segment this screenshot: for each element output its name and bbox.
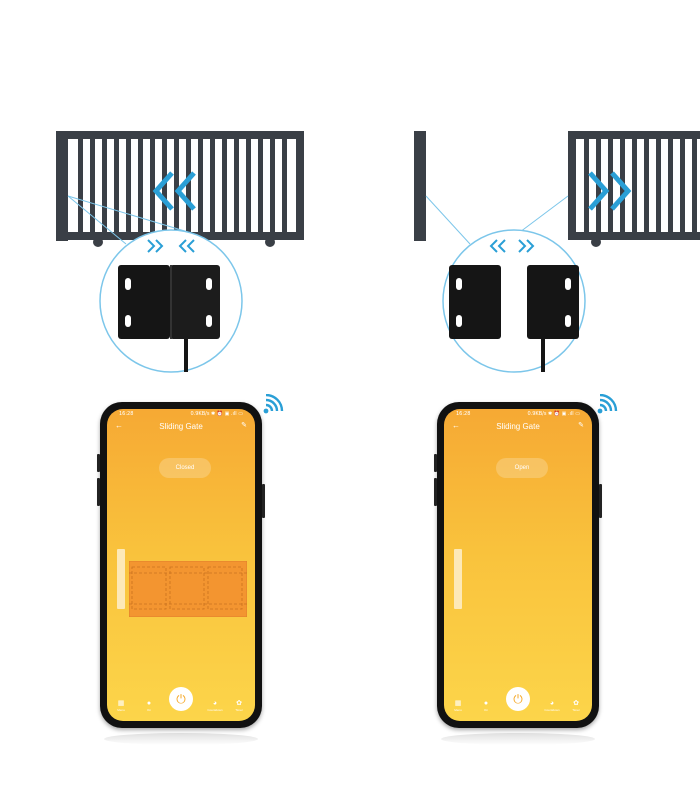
status-bar: 16:28 0.9KB/s ✱ ⏰ ▣ .ıll ▭ [444,409,592,419]
timer-icon: ◕ [549,700,555,707]
phone-open: 16:28 0.9KB/s ✱ ⏰ ▣ .ıll ▭ ← Sliding Gat… [434,402,602,728]
gate-state-badge: Open [496,458,548,478]
timer-button[interactable]: ✿ Timer [566,700,586,713]
app-toolbar: ▦ Menu ● On ⏻ ◕ Countdown ✿ Timer [107,681,255,721]
volume-button [434,478,437,506]
phone-closed: 16:28 0.9KB/s ✱ ⏰ ▣ .ıll ▭ ← Sliding Gat… [97,402,265,728]
back-icon[interactable]: ← [452,421,460,430]
timer-icon: ◕ [212,700,218,707]
dot-icon: ● [483,700,489,707]
app-header: ← Sliding Gate ✎ [107,421,255,435]
magnet-sensor-icon [449,265,579,372]
wifi-icon [263,394,284,414]
app-title: Sliding Gate [496,422,540,431]
gate-rail [454,549,462,609]
power-side-button [599,484,602,518]
status-time: 16:28 [119,411,134,417]
countdown-button[interactable]: ◕ Countdown [542,700,562,713]
gate-rail [117,549,125,609]
app-toolbar: ▦ Menu ● On ⏻ ◕ Countdown ✿ Timer [444,681,592,721]
status-time: 16:28 [456,411,471,417]
app-screen: 16:28 0.9KB/s ✱ ⏰ ▣ .ıll ▭ ← Sliding Gat… [444,409,592,721]
app-title: Sliding Gate [159,422,203,431]
settings-icon: ✿ [236,700,242,707]
settings-icon: ✿ [573,700,579,707]
magnet-sensor-icon [118,265,220,372]
wifi-icon [597,394,618,414]
countdown-button[interactable]: ◕ Countdown [205,700,225,713]
opening-arrows-icon [588,171,632,211]
menu-button[interactable]: ▦ Menu [111,700,131,713]
closed-sensor-magnifier [99,229,243,373]
closing-arrows-icon [152,171,196,211]
open-sensor-magnifier [442,229,586,373]
phone-reflection [104,733,258,745]
edit-icon[interactable]: ✎ [241,422,247,429]
dot-icon: ● [146,700,152,707]
volume-button [97,454,100,472]
power-icon[interactable]: ⏻ [169,687,193,711]
menu-icon: ▦ [117,700,125,707]
edit-icon[interactable]: ✎ [578,422,584,429]
power-side-button [262,484,265,518]
phone-reflection [441,733,595,745]
status-indicators: 0.9KB/s ✱ ⏰ ▣ .ıll ▭ [527,411,580,417]
timer-button[interactable]: ✿ Timer [229,700,249,713]
gate-illustration-svg [56,131,700,373]
app-header: ← Sliding Gate ✎ [444,421,592,435]
power-icon[interactable]: ⏻ [506,687,530,711]
menu-icon: ▦ [454,700,462,707]
app-screen: 16:28 0.9KB/s ✱ ⏰ ▣ .ıll ▭ ← Sliding Gat… [107,409,255,721]
on-button[interactable]: ● On [476,700,496,713]
closed-gate-panels [129,561,247,617]
volume-button [434,454,437,472]
status-indicators: 0.9KB/s ✱ ⏰ ▣ .ıll ▭ [190,411,243,417]
on-button[interactable]: ● On [139,700,159,713]
status-bar: 16:28 0.9KB/s ✱ ⏰ ▣ .ıll ▭ [107,409,255,419]
back-icon[interactable]: ← [115,421,123,430]
gate-state-badge: Closed [159,458,211,478]
menu-button[interactable]: ▦ Menu [448,700,468,713]
volume-button [97,478,100,506]
